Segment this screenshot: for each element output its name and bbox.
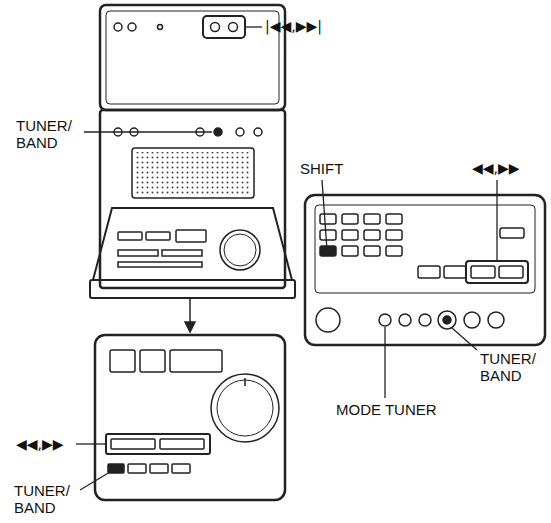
button-label: TUNER/ BAND	[14, 482, 80, 516]
button-label: ◀◀,▶▶	[472, 160, 520, 177]
zoomed-panel	[95, 335, 285, 500]
button-label: |◀◀,▶▶|	[265, 18, 322, 35]
keypad-button	[342, 230, 358, 240]
keypad-button	[386, 246, 402, 256]
keypad-button	[342, 246, 358, 256]
keypad-button	[386, 230, 402, 240]
keypad-button	[320, 230, 336, 240]
button-label: MODE TUNER	[336, 401, 437, 418]
remote-control	[305, 195, 545, 345]
keypad-button	[320, 214, 336, 224]
keypad-button	[342, 214, 358, 224]
button-label: SHIFT	[300, 160, 343, 177]
button-label: TUNER/ BAND	[480, 350, 546, 384]
button-label: ◀◀,▶▶	[16, 436, 64, 453]
leader-lines	[76, 27, 497, 490]
keypad-button	[386, 214, 402, 224]
keypad-button	[320, 246, 336, 256]
keypad-button	[364, 214, 380, 224]
keypad-button	[364, 230, 380, 240]
keypad-button	[364, 246, 380, 256]
main-unit	[90, 5, 295, 332]
button-label: TUNER/ BAND	[16, 117, 82, 151]
